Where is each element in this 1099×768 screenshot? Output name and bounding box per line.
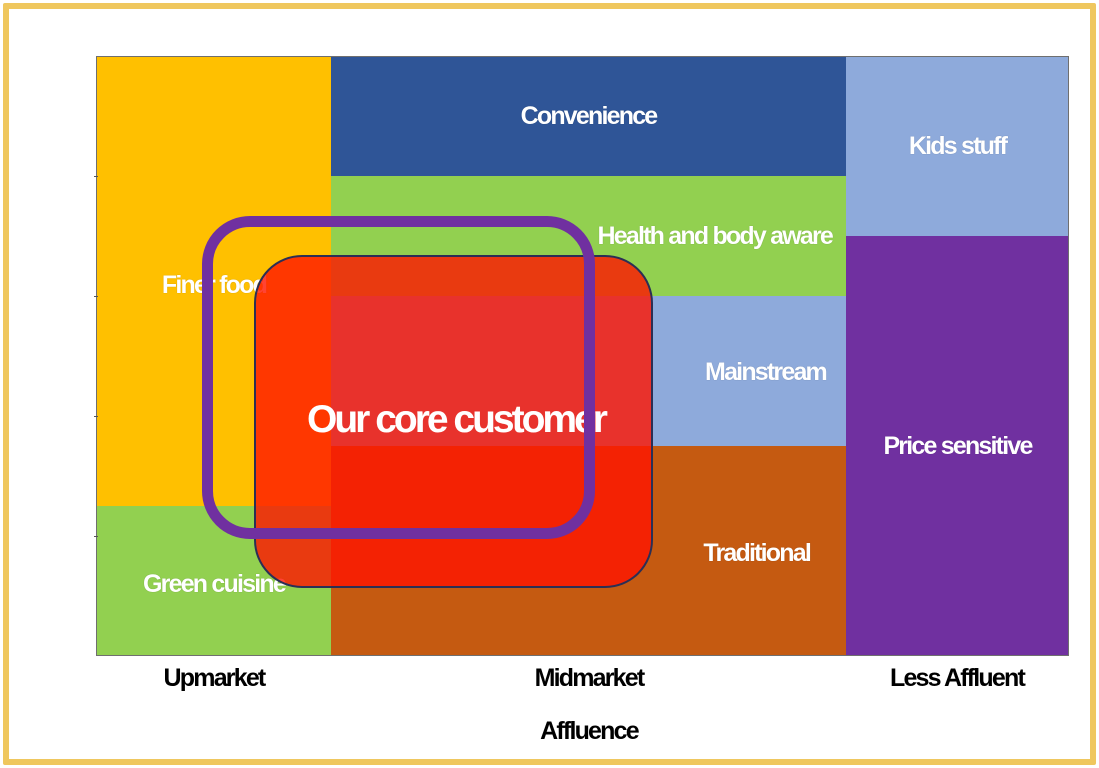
axis-tick bbox=[94, 536, 98, 537]
segment-kids-stuff: Kids stuff bbox=[846, 57, 1069, 236]
segment-convenience: Convenience bbox=[331, 57, 846, 176]
core-customer-label: Our core customer bbox=[307, 398, 608, 441]
axis-title: Affluence bbox=[540, 717, 640, 745]
segment-green-cuisine-label: Green cuisine bbox=[143, 570, 287, 598]
segment-health-body-aware-label: Health and body aware bbox=[597, 221, 834, 250]
axis-category-upmarket: Upmarket bbox=[163, 664, 267, 692]
segment-traditional-label: Traditional bbox=[703, 539, 811, 567]
focus-ring-outline bbox=[202, 216, 595, 539]
segment-health-body-aware: Health and body aware bbox=[331, 176, 846, 296]
segment-price-sensitive: Price sensitive bbox=[846, 236, 1069, 656]
segment-convenience-label: Convenience bbox=[520, 102, 659, 130]
axis-category-less-affluent: Less Affluent bbox=[889, 664, 1026, 692]
segment-mainstream-label: Mainstream bbox=[705, 358, 828, 386]
segment-finer-food-label: Finer food bbox=[161, 271, 268, 299]
segment-kids-stuff-label: Kids stuff bbox=[908, 132, 1008, 160]
slide-frame bbox=[3, 3, 1096, 765]
axis-tick bbox=[94, 416, 98, 417]
axis-tick bbox=[94, 176, 98, 177]
segment-price-sensitive-label: Price sensitive bbox=[883, 431, 1033, 460]
axis-category-midmarket: Midmarket bbox=[534, 664, 646, 692]
axis-tick bbox=[94, 296, 98, 297]
